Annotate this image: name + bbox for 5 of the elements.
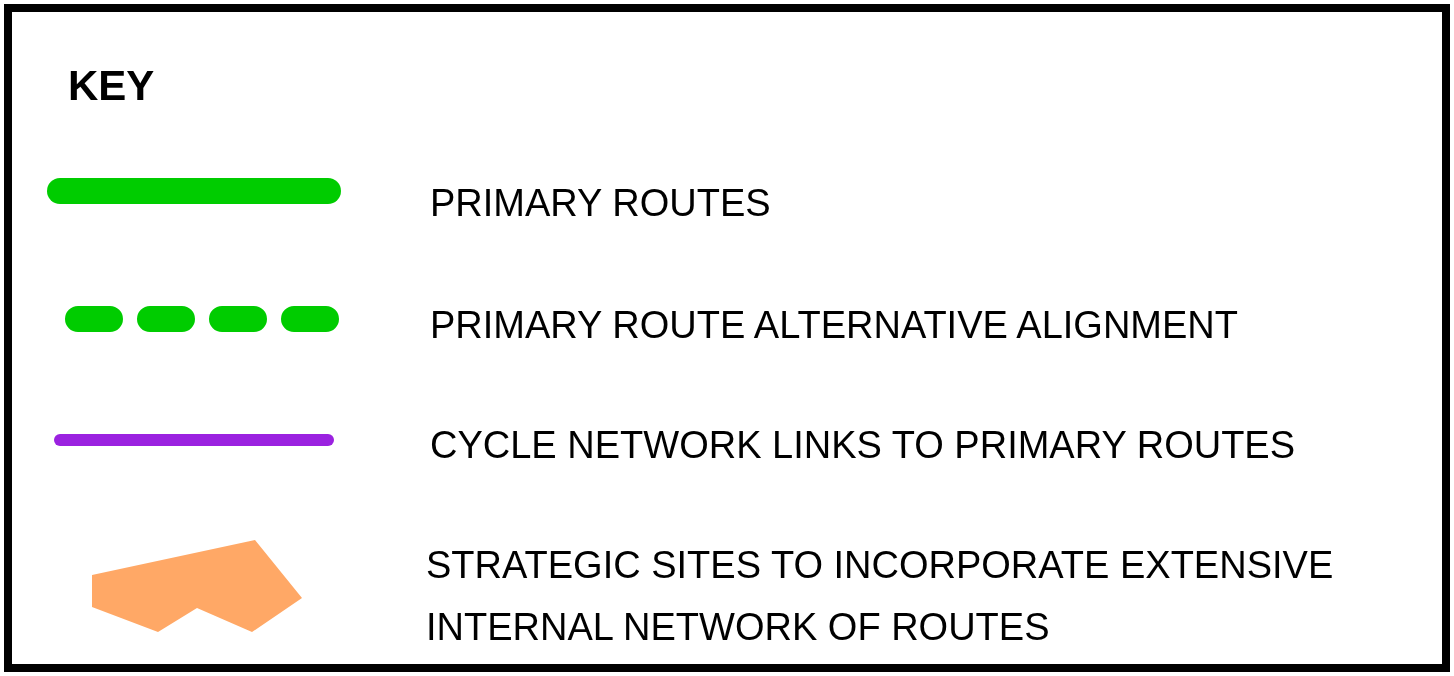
legend-text: PRIMARY ROUTE ALTERNATIVE ALIGNMENT bbox=[430, 303, 1240, 348]
legend-text: PRIMARY ROUTES bbox=[430, 181, 772, 226]
legend-text: CYCLE NETWORK LINKS TO PRIMARY ROUTES bbox=[430, 423, 1297, 468]
legend-text: STRATEGIC SITES TO INCORPORATE EXTENSIVE INTERNAL NETWORK OF ROUTES bbox=[426, 543, 1335, 650]
legend-title: KEY bbox=[68, 62, 155, 110]
